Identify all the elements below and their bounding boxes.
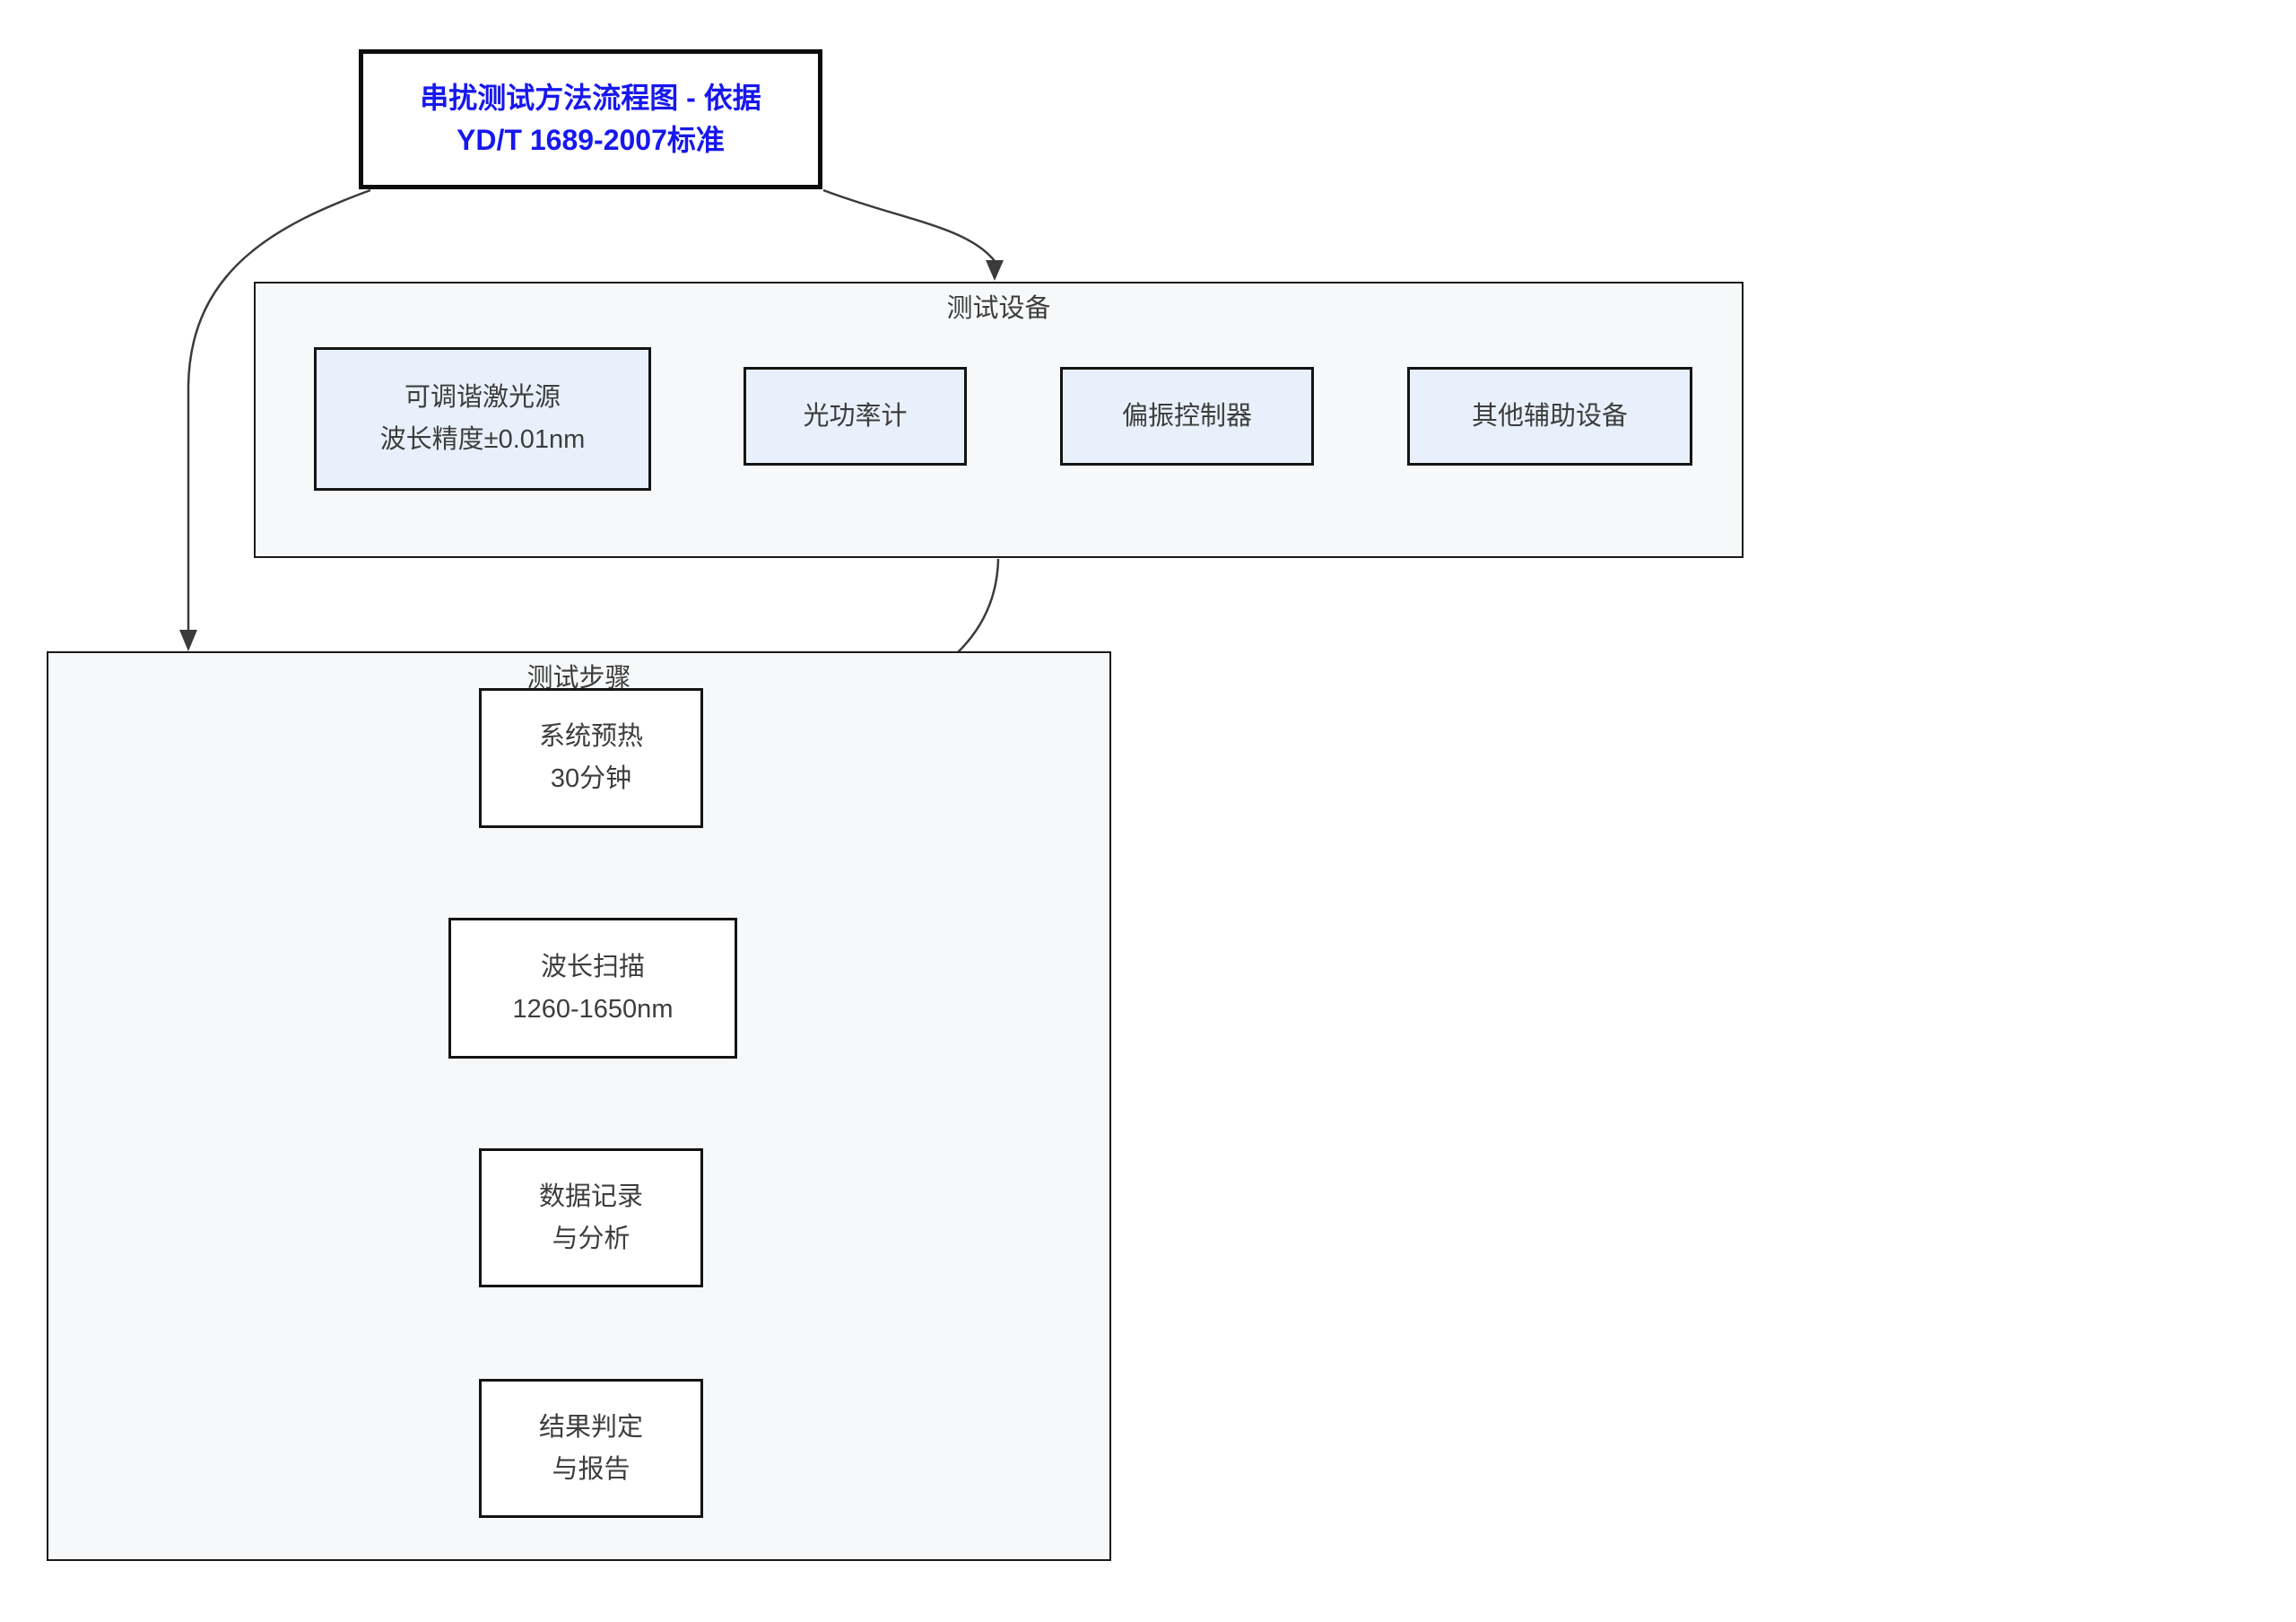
node-text-line: 结果判定 xyxy=(538,1412,643,1442)
equipment-node-optical-power-meter: 光功率计 xyxy=(744,367,967,466)
arrowhead-down-icon xyxy=(986,260,1004,281)
node-text-line: 光功率计 xyxy=(803,401,908,431)
title-line-2: YD/T 1689-2007标准 xyxy=(457,124,725,156)
step-node-result-judgement-report: 结果判定 与报告 xyxy=(479,1379,703,1518)
node-text-line: 其他辅助设备 xyxy=(1471,401,1628,431)
arrowhead-down-icon xyxy=(179,630,197,651)
node-text-line: 偏振控制器 xyxy=(1121,401,1252,431)
node-text-line: 可调谐激光源 xyxy=(404,383,561,412)
node-text-line: 与分析 xyxy=(552,1224,631,1253)
step-node-data-recording-analysis: 数据记录 与分析 xyxy=(479,1148,703,1287)
node-text-line: 波长精度±0.01nm xyxy=(379,425,586,454)
title-line-1: 串扰测试方法流程图 - 依据 xyxy=(420,82,761,114)
node-text-line: 波长扫描 xyxy=(540,952,645,981)
steps-panel-label: 测试步骤 xyxy=(526,664,631,693)
step-node-wavelength-scan: 波长扫描 1260-1650nm xyxy=(448,918,737,1059)
node-text-line: 1260-1650nm xyxy=(512,994,674,1024)
title-node: 串扰测试方法流程图 - 依据 YD/T 1689-2007标准 xyxy=(359,49,822,189)
equipment-panel-label: 测试设备 xyxy=(946,294,1051,323)
equipment-node-tunable-laser: 可调谐激光源 波长精度±0.01nm xyxy=(314,347,651,491)
node-text-line: 数据记录 xyxy=(538,1182,643,1211)
arrow-title-to-steps-panel xyxy=(179,188,371,651)
step-node-system-warmup: 系统预热 30分钟 xyxy=(479,688,703,828)
node-text-line: 与报告 xyxy=(552,1454,631,1484)
node-text-line: 30分钟 xyxy=(550,764,632,793)
arrow-title-to-equipment-panel xyxy=(822,188,1004,281)
node-text-line: 系统预热 xyxy=(538,722,643,751)
equipment-node-auxiliary-equipment: 其他辅助设备 xyxy=(1407,367,1692,466)
equipment-node-polarization-controller: 偏振控制器 xyxy=(1060,367,1314,466)
